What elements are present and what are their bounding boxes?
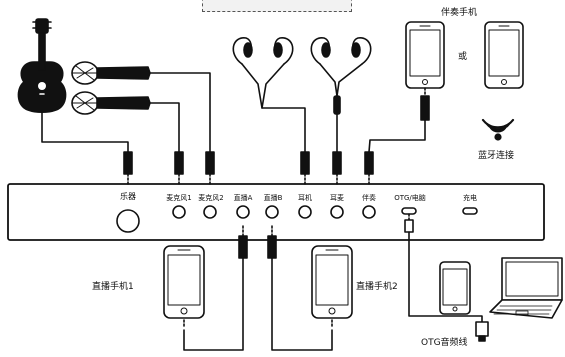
mic1-jack [172,205,186,219]
laptop-icon [489,257,563,319]
mic2-jack [203,205,217,219]
smartphone-icon [311,245,353,319]
diagram-title-banner [202,0,352,12]
smartphone-icon [484,21,524,89]
instrument-label: 乐器 [120,192,136,201]
otg-pc-label: OTG/电脑 [394,194,426,202]
bluetooth-icon [481,118,515,141]
charge-label: 充电 [463,194,477,202]
accompaniment-label: 伴奏 [362,194,376,202]
earphone-jack [298,205,312,219]
smartphone-icon [163,245,205,319]
earphone-icon [310,37,372,153]
accompaniment-phone-label: 伴奏手机 [441,8,478,18]
accompaniment-jack [362,205,376,219]
smartphone-icon [405,21,445,89]
guitar-icon [17,18,67,114]
earphone-label: 耳机 [298,194,312,202]
live-b-jack [265,205,279,219]
microphone-icon [71,91,151,115]
live-a-label: 直播A [233,194,253,202]
live-a-jack [236,205,250,219]
instrument-jack [116,209,140,233]
live-b-label: 直播B [263,194,283,202]
live-phone1-label: 直播手机1 [92,282,134,292]
or-label: 或 [458,52,468,62]
otg-cable-label: OTG音频线 [421,338,468,348]
bluetooth-label: 蓝牙连接 [478,151,515,161]
charge-port [462,207,478,215]
microphone-icon [71,61,151,85]
earmic-label: 耳麦 [330,194,344,202]
live-phone2-label: 直播手机2 [356,282,398,292]
mic2-label: 麦克风2 [198,194,224,202]
otg-port [401,207,417,215]
earmic-jack [330,205,344,219]
earphone-icon [232,37,306,153]
smartphone-icon [439,261,471,315]
mic1-label: 麦克风1 [166,194,192,202]
